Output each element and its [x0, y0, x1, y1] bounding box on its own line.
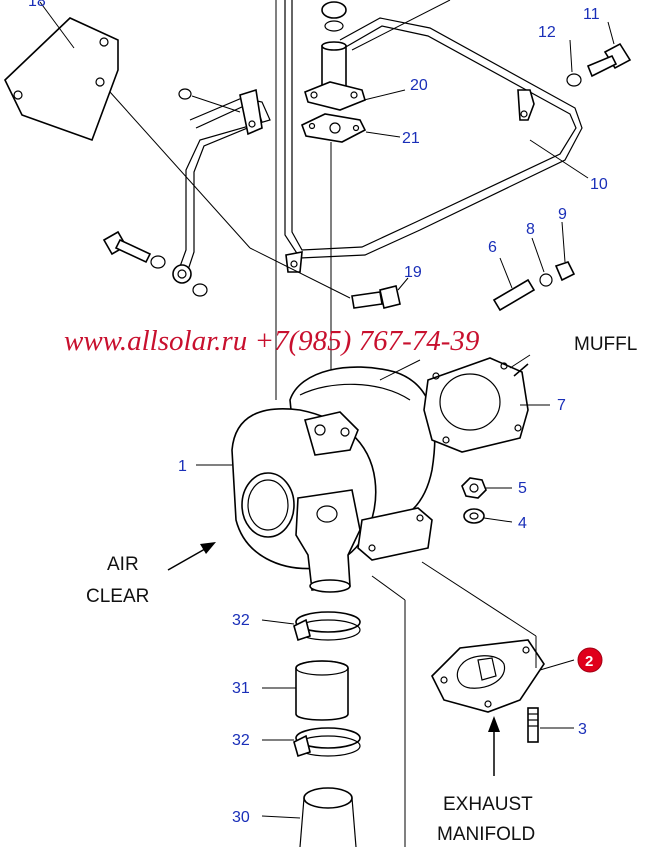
stud-6	[492, 278, 536, 312]
drain-tube-20	[304, 41, 366, 111]
part-number-18[interactable]: 18	[28, 0, 46, 10]
part-number-2[interactable]: 2	[585, 653, 593, 670]
part-number-10[interactable]: 10	[590, 176, 608, 193]
nut-5	[461, 477, 487, 499]
washer-4	[463, 508, 485, 524]
watermark-text: www.allsolar.ru +7(985) 767-74-39	[64, 325, 480, 357]
part-number-32-lower[interactable]: 32	[232, 732, 250, 749]
part-number-6[interactable]: 6	[488, 239, 497, 256]
part-number-31[interactable]: 31	[232, 680, 250, 697]
elbow-pipe-30	[299, 787, 357, 847]
part-number-12[interactable]: 12	[538, 24, 556, 41]
muffler-label: MUFFL	[574, 334, 637, 355]
air-cleaner-label-line2: CLEAR	[86, 586, 149, 607]
oil-hose-left	[172, 88, 271, 284]
bolt-11	[586, 42, 632, 78]
part-number-3[interactable]: 3	[578, 721, 587, 738]
stud-3	[527, 707, 539, 743]
part-number-11[interactable]: 11	[583, 6, 600, 23]
part-number-21[interactable]: 21	[402, 130, 420, 147]
highlight-badge	[577, 647, 603, 673]
bolt-19	[351, 285, 401, 309]
sleeve-31	[295, 660, 349, 721]
air-cleaner-label-line1: AIR	[107, 554, 139, 575]
part-number-1[interactable]: 1	[178, 458, 187, 475]
part-number-20[interactable]: 20	[410, 77, 428, 94]
part-number-4[interactable]: 4	[518, 515, 527, 532]
air-cleaner-arrow	[167, 542, 216, 571]
part-number-30[interactable]: 30	[232, 809, 250, 826]
gasket-21	[301, 113, 367, 143]
exhaust-manifold-label-line1: EXHAUST	[443, 794, 533, 815]
exhaust-manifold-arrow	[488, 716, 500, 776]
muffler-arrow	[513, 363, 529, 377]
hose-clamp-32-lower	[293, 727, 361, 758]
hose-clamp-32-upper	[293, 611, 361, 642]
banjo-bolt-left	[102, 230, 208, 297]
part-number-5[interactable]: 5	[518, 480, 527, 497]
part-number-9[interactable]: 9	[558, 206, 567, 223]
part-number-32-upper[interactable]: 32	[232, 612, 250, 629]
exhaust-manifold-label-line2: MANIFOLD	[437, 824, 535, 845]
turbocharger-1	[231, 366, 436, 593]
part-number-19[interactable]: 19	[404, 264, 422, 281]
gasket-2	[431, 639, 545, 713]
part-number-7[interactable]: 7	[557, 397, 566, 414]
bracket-18	[4, 17, 119, 142]
part-number-8[interactable]: 8	[526, 221, 535, 238]
gasket-7	[423, 357, 529, 453]
